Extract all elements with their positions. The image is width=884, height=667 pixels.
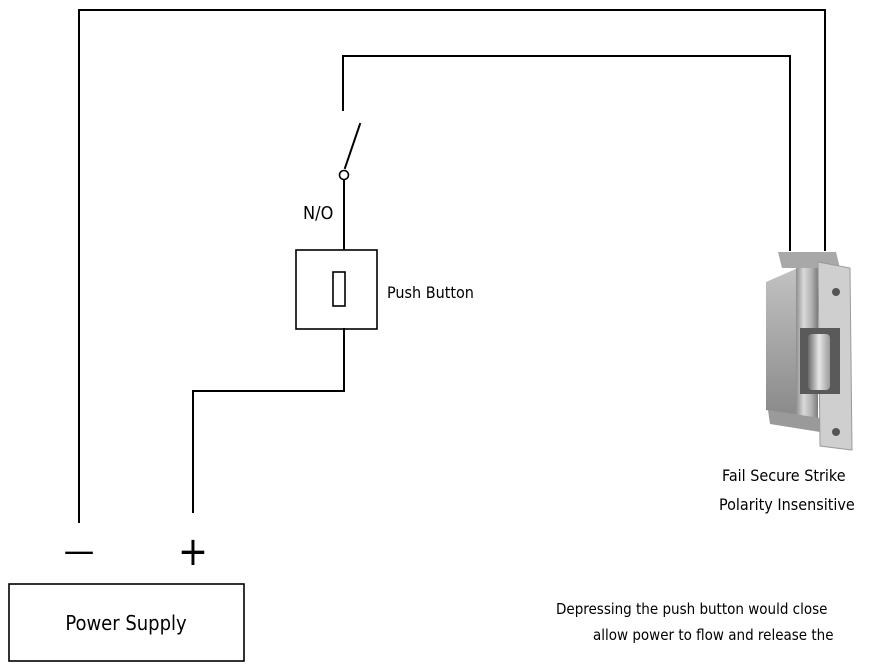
power-supply-label: Power Supply (65, 611, 187, 635)
positive-wire (192, 328, 345, 513)
strike-type-label: Fail Secure Strike (722, 466, 846, 485)
strike-polarity-label: Polarity Insensitive (719, 495, 855, 514)
switch-contact-icon (338, 169, 350, 181)
push-button-label: Push Button (387, 283, 474, 302)
negative-terminal-symbol: — (64, 531, 95, 571)
door-strike-icon (766, 252, 853, 451)
note-line-2: allow power to flow and release the (593, 626, 834, 644)
power-supply-box (8, 583, 245, 662)
switch-to-strike-wire (342, 55, 791, 251)
switch-state-label: N/O (303, 203, 333, 224)
positive-terminal-symbol: + (178, 529, 208, 575)
negative-wire (78, 9, 826, 523)
switch-blade (343, 122, 362, 170)
push-button-icon (332, 271, 346, 307)
note-line-1: Depressing the push button would close (556, 600, 827, 618)
